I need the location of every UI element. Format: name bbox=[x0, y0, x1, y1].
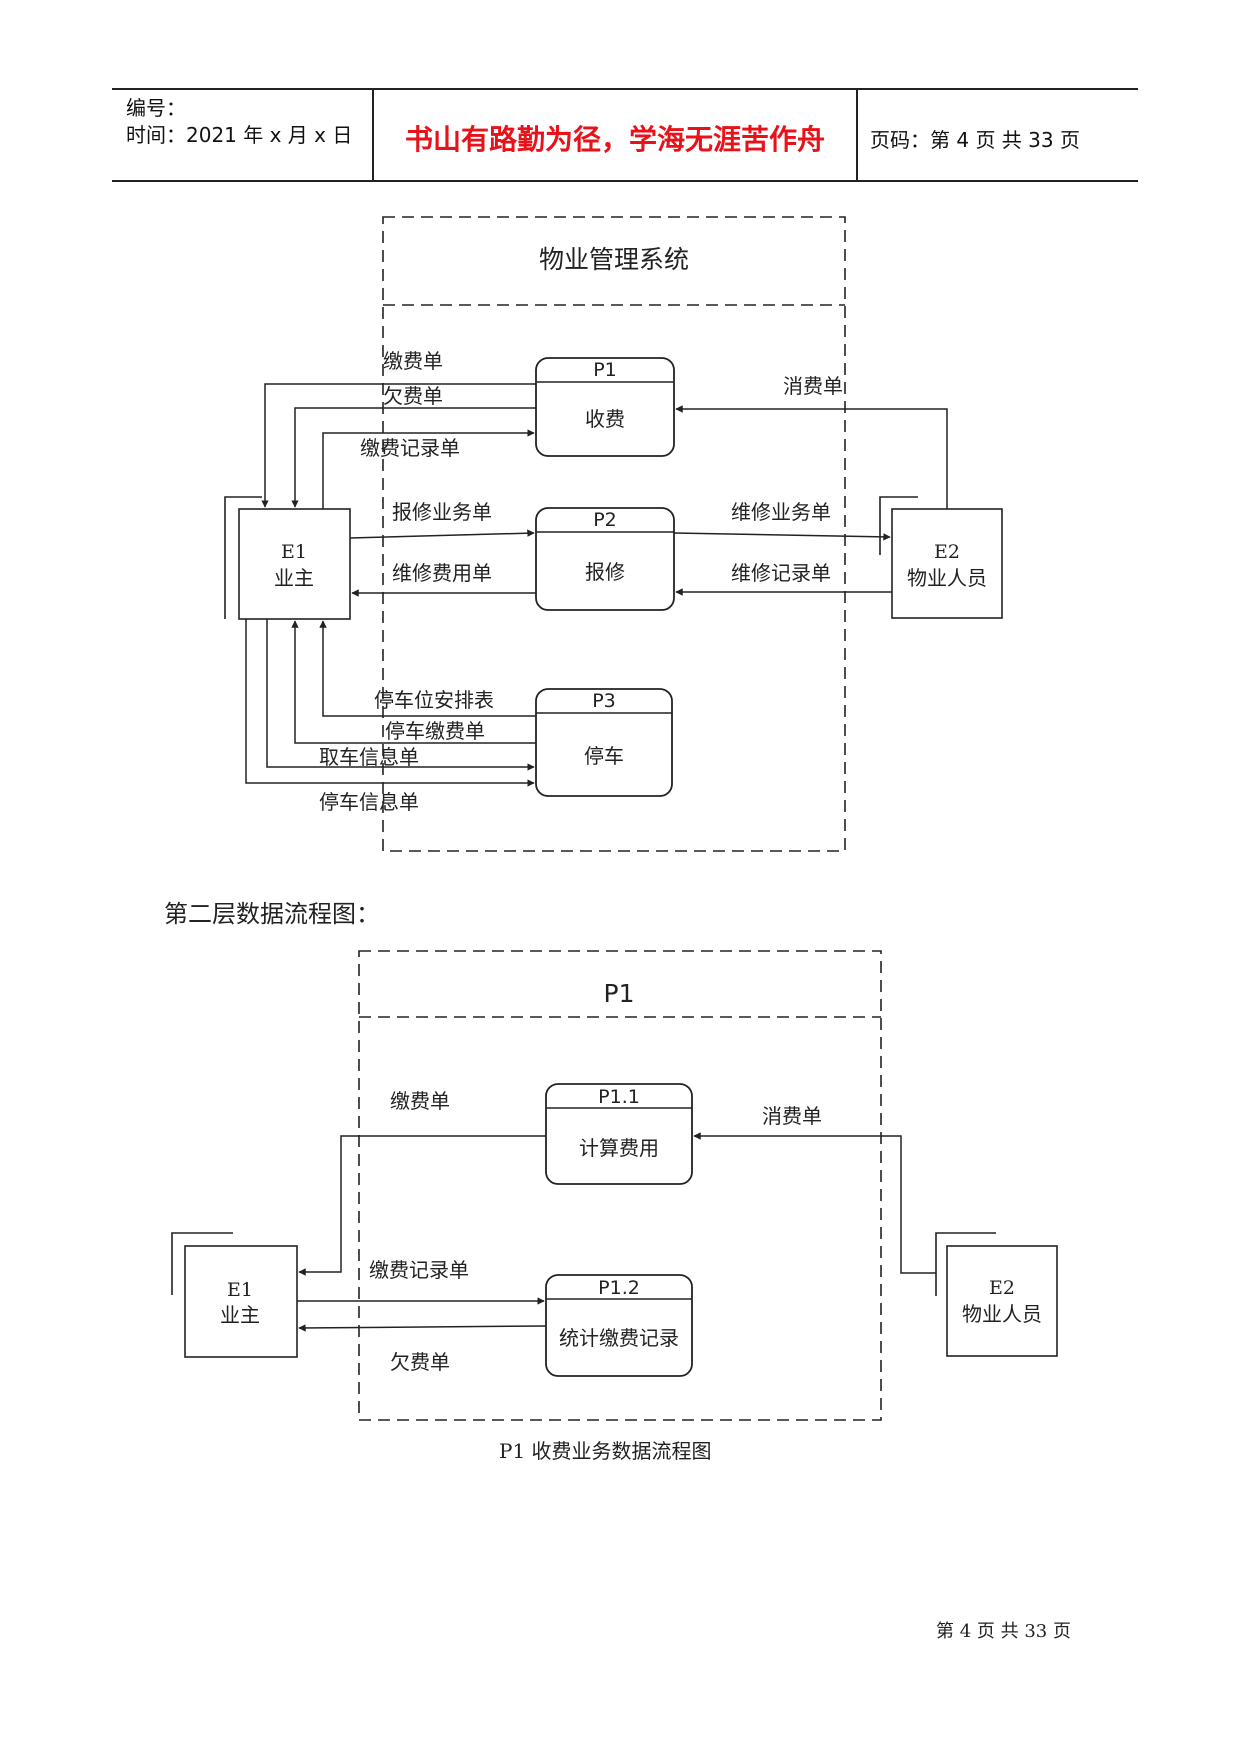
header-time-label: 时间：2021 年 x 月 x 日 bbox=[126, 123, 353, 147]
system-title: 物业管理系统 bbox=[539, 245, 689, 274]
entity-e1-name: 业主 bbox=[274, 566, 314, 590]
entity-e1-id: E1 bbox=[281, 541, 307, 563]
process-p1-2-box bbox=[545, 1274, 693, 1377]
entity-e1-shadow bbox=[224, 496, 262, 619]
entity-e2-detail-id: E2 bbox=[989, 1277, 1015, 1299]
flow-line-consumption-slip bbox=[675, 405, 948, 509]
process-p1-id: P1 bbox=[593, 359, 617, 381]
flow-label-parking-fee: 停车缴费单 bbox=[385, 719, 485, 743]
flow-label-pickup-info: 取车信息单 bbox=[319, 745, 419, 769]
flow-label-arrears-slip: 欠费单 bbox=[383, 384, 443, 408]
flow-line-parking-fee bbox=[291, 620, 536, 744]
process-p2-name: 报修 bbox=[585, 560, 625, 584]
process-p2-id: P2 bbox=[593, 509, 617, 531]
flow-line-payment-record bbox=[322, 429, 535, 509]
header-divider-left bbox=[372, 88, 374, 181]
flow-line-repair-request bbox=[349, 529, 535, 539]
process-p1-2-name: 统计缴费记录 bbox=[559, 1326, 679, 1350]
entity-e1: E1 业主 bbox=[224, 496, 351, 620]
header-top-border bbox=[112, 88, 1138, 90]
entity-e2: E2 物业人员 bbox=[879, 496, 1003, 619]
entity-e2-box bbox=[891, 508, 1003, 619]
entity-e1-detail-name: 业主 bbox=[220, 1303, 260, 1327]
entity-e2-detail-box bbox=[946, 1245, 1058, 1357]
header-divider-right bbox=[856, 88, 858, 181]
flow-line-parking-info bbox=[245, 619, 535, 787]
process-p3-name: 停车 bbox=[584, 744, 624, 768]
diagram-system-level: 物业管理系统 P1 收费 P2 报修 P3 停车 E1 业主 bbox=[224, 216, 1003, 852]
flow-label-parking-info: 停车信息单 bbox=[319, 790, 419, 814]
flow-label-maintenance-record: 维修记录单 bbox=[731, 561, 831, 585]
flow-line-arrears-slip bbox=[291, 407, 536, 508]
flow-label-p1-payment-record: 缴费记录单 bbox=[369, 1258, 469, 1282]
p1-detail-title: P1 bbox=[604, 979, 635, 1008]
process-p1-1-name: 计算费用 bbox=[579, 1136, 659, 1160]
process-p1-2: P1.2 统计缴费记录 bbox=[545, 1274, 693, 1377]
flow-line-pickup-info bbox=[266, 619, 535, 771]
flow-line-p1-consumption-slip bbox=[693, 1132, 936, 1274]
diagram2-caption: P1 收费业务数据流程图 bbox=[499, 1439, 712, 1463]
process-p1-1-box bbox=[545, 1083, 693, 1185]
flow-line-parking-schedule bbox=[319, 620, 536, 717]
process-p1-2-id: P1.2 bbox=[598, 1277, 640, 1299]
flow-label-maintenance-task: 维修业务单 bbox=[731, 500, 831, 524]
entity-e1-detail-shadow bbox=[171, 1232, 233, 1295]
header-number-label: 编号： bbox=[126, 96, 186, 120]
process-p2-box bbox=[535, 507, 675, 611]
header-page-label: 页码：第 4 页 共 33 页 bbox=[870, 128, 1080, 152]
flow-label-payment-record: 缴费记录单 bbox=[360, 436, 460, 460]
process-p3: P3 停车 bbox=[535, 688, 673, 797]
entity-e2-name: 物业人员 bbox=[907, 566, 987, 590]
process-p1-1-id: P1.1 bbox=[598, 1086, 640, 1108]
entity-e2-detail-name: 物业人员 bbox=[962, 1302, 1042, 1326]
header-motto: 书山有路勤为径，学海无涯苦作舟 bbox=[404, 123, 825, 156]
entity-e1-box bbox=[238, 508, 351, 620]
section2-heading: 第二层数据流程图： bbox=[164, 900, 380, 928]
footer-page-number: 第 4 页 共 33 页 bbox=[936, 1621, 1071, 1642]
flow-label-payment-slip: 缴费单 bbox=[383, 349, 443, 373]
system-boundary bbox=[382, 216, 846, 852]
flow-label-p1-consumption-slip: 消费单 bbox=[762, 1104, 822, 1128]
flow-label-consumption-slip: 消费单 bbox=[783, 374, 843, 398]
flow-line-maintenance-task bbox=[673, 532, 891, 541]
diagram-p1-detail: P1 P1.1 计算费用 P1.2 统计缴费记录 E1 业主 E2 物业人员 bbox=[171, 950, 1058, 1421]
entity-e1-detail-id: E1 bbox=[227, 1279, 253, 1301]
flow-label-p1-arrears-slip: 欠费单 bbox=[390, 1350, 450, 1374]
flow-line-payment-slip bbox=[261, 383, 536, 508]
entity-e1-detail-box bbox=[184, 1245, 298, 1358]
process-p1-name: 收费 bbox=[585, 407, 625, 431]
process-p3-id: P3 bbox=[592, 690, 616, 712]
flow-label-parking-schedule: 停车位安排表 bbox=[374, 688, 494, 712]
flow-label-p1-payment-slip: 缴费单 bbox=[390, 1089, 450, 1113]
header-bottom-border bbox=[112, 180, 1138, 182]
entity-e2-detail: E2 物业人员 bbox=[935, 1232, 1058, 1357]
process-p1-1: P1.1 计算费用 bbox=[545, 1083, 693, 1185]
entity-e2-shadow bbox=[879, 496, 918, 555]
flow-line-p1-arrears-slip bbox=[298, 1324, 547, 1332]
flow-line-p1-payment-slip bbox=[298, 1135, 546, 1276]
entity-e1-detail: E1 业主 bbox=[171, 1232, 298, 1358]
entity-e2-detail-shadow bbox=[935, 1232, 996, 1296]
process-p1: P1 收费 bbox=[535, 357, 675, 457]
flow-label-maintenance-fee: 维修费用单 bbox=[392, 561, 492, 585]
process-p2: P2 报修 bbox=[535, 507, 675, 611]
flow-label-repair-request: 报修业务单 bbox=[392, 500, 492, 524]
entity-e2-id: E2 bbox=[934, 541, 960, 563]
